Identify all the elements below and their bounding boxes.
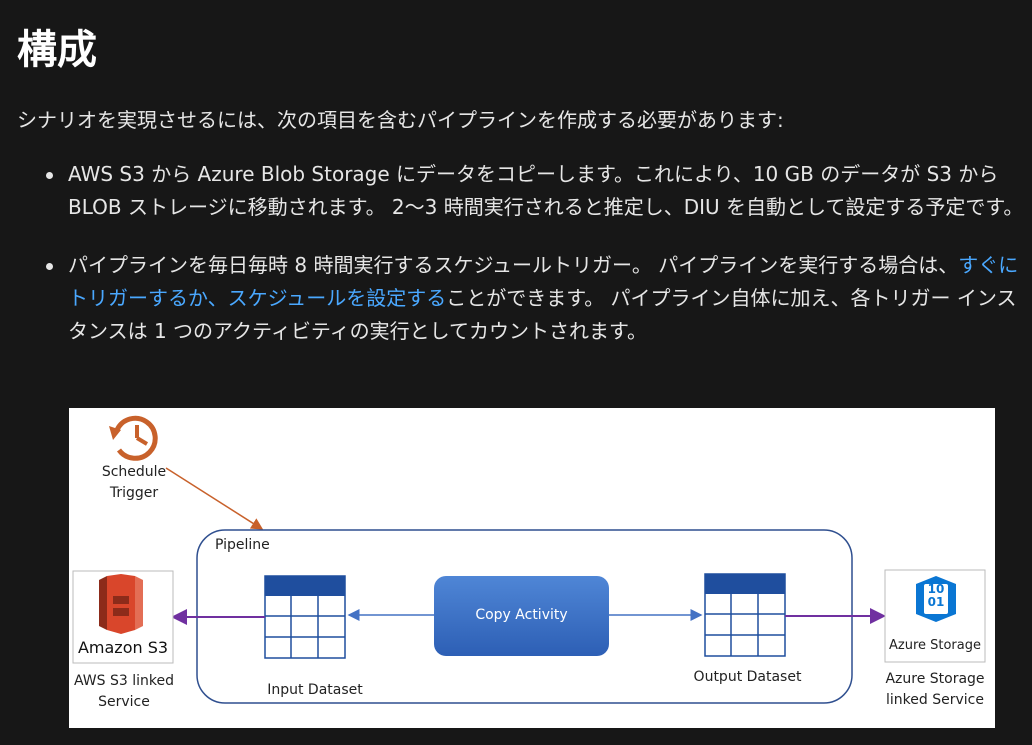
azure-linked-service-label-1: Azure Storage (885, 671, 985, 687)
amazon-s3-icon (99, 574, 143, 634)
azure-icon-digits-1: 10 (927, 582, 945, 596)
output-dataset-label: Output Dataset (693, 669, 802, 685)
bullet-text-after: ことができます。 パイプライン自体に加え、各トリガー インスタンスは 1 つのア… (68, 286, 1017, 343)
pipeline-label: Pipeline (215, 537, 270, 553)
output-dataset-icon (704, 573, 786, 657)
bullet-dot (46, 172, 53, 179)
bullet-text: AWS S3 から Azure Blob Storage にデータをコピーします… (68, 162, 1024, 219)
amazon-s3-label: Amazon S3 (77, 638, 169, 657)
list-item: パイプラインを毎日毎時 8 時間実行するスケジュールトリガー。 パイプラインを実… (46, 249, 1028, 348)
trigger-arrow (165, 467, 264, 530)
azure-linked-service-label-2: linked Service (886, 692, 984, 708)
copy-activity-box (434, 576, 609, 656)
azure-storage-icon (916, 576, 956, 622)
trigger-link[interactable]: すぐにトリガーするか、スケジュールを設定する (68, 253, 1019, 310)
aws-linked-service-label-1: AWS S3 linked (74, 673, 174, 689)
input-dataset-label: Input Dataset (267, 682, 363, 698)
copy-activity-label: Copy Activity (475, 607, 568, 623)
list-item: AWS S3 から Azure Blob Storage にデータをコピーします… (46, 158, 1028, 224)
azure-storage-label: Azure Storage (888, 638, 981, 653)
azure-icon-digits-2: 01 (927, 595, 945, 609)
intro-text: シナリオを実現させるには、次の項目を含むパイプラインを作成する必要があります: (17, 108, 784, 132)
bullet-dot (46, 263, 53, 270)
input-dataset-icon (264, 575, 346, 659)
page-title: 構成 (17, 27, 97, 73)
schedule-trigger-label-2: Trigger (109, 485, 159, 501)
bullet-list: AWS S3 から Azure Blob Storage にデータをコピーします… (40, 158, 1028, 348)
architecture-diagram: Schedule Trigger Pipeline Copy Activity … (69, 408, 995, 728)
schedule-trigger-label-1: Schedule (101, 464, 167, 480)
diagram-canvas (72, 415, 986, 704)
schedule-trigger-icon (109, 415, 158, 461)
bullet-text-before: パイプラインを毎日毎時 8 時間実行するスケジュールトリガー。 パイプラインを実… (68, 253, 959, 277)
aws-linked-service-label-2: Service (98, 694, 150, 710)
